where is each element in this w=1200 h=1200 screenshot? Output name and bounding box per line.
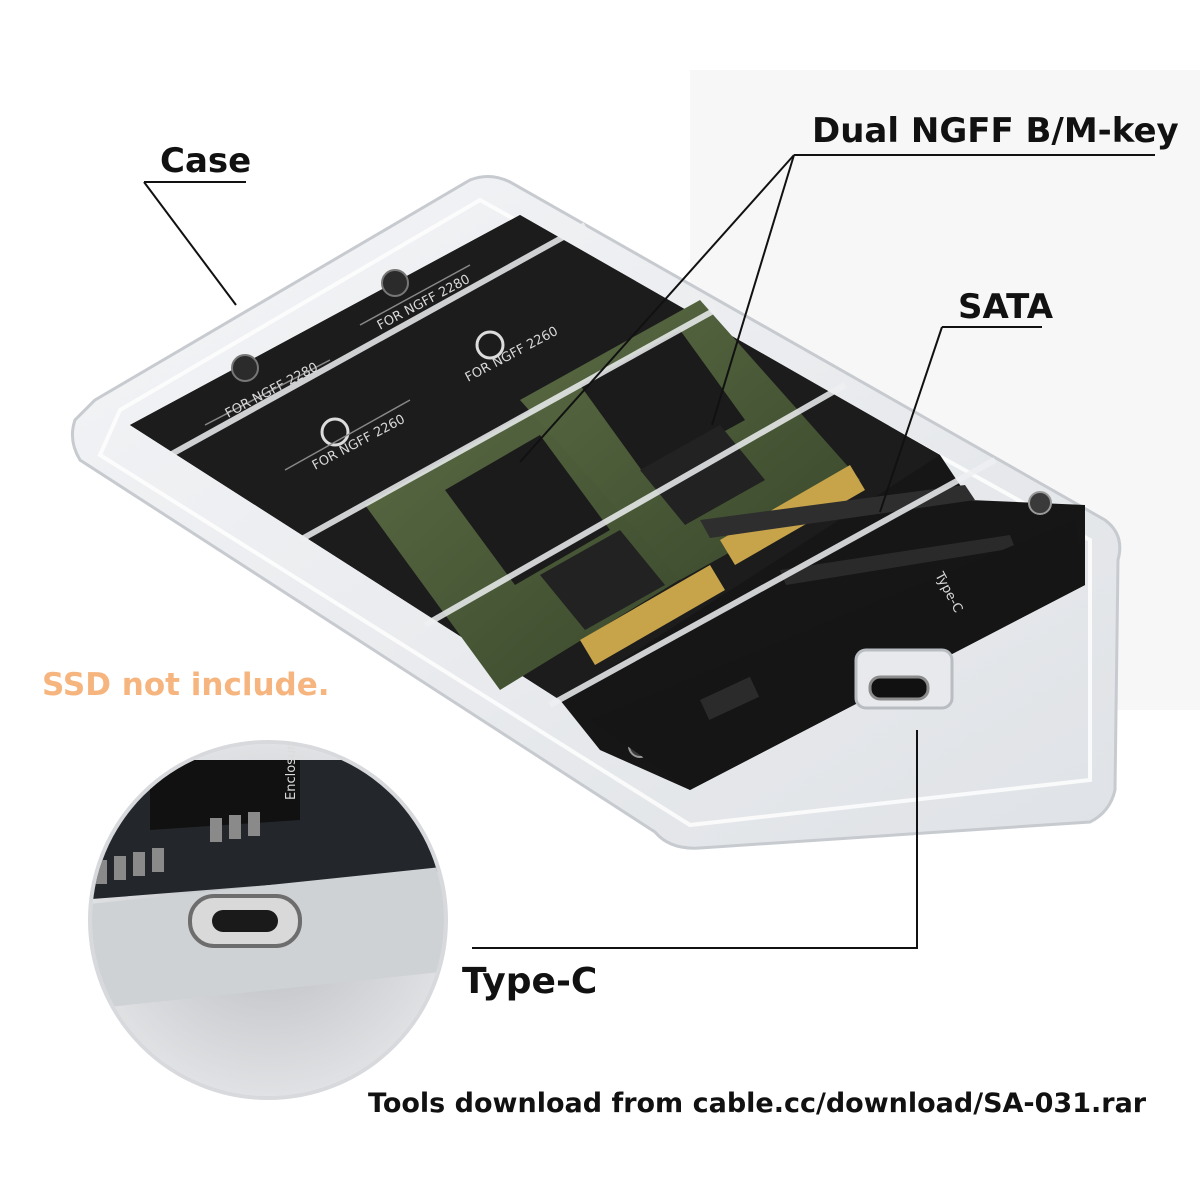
callout-dual-ngff: Dual NGFF B/M-key <box>812 111 1179 151</box>
tools-download-note: Tools download from cable.cc/download/SA… <box>368 1088 1147 1119</box>
detail-inset: Enclosure <box>88 737 448 1100</box>
bridge-board: Type-C <box>590 520 1085 790</box>
callout-type-c: Type-C <box>462 961 598 1002</box>
callout-lines <box>143 154 1155 949</box>
callout-case: Case <box>160 141 252 181</box>
sata-connector <box>700 485 1015 585</box>
usb-c-port <box>854 648 954 710</box>
ssd-not-included-notice: SSD not include. <box>42 667 330 703</box>
case-ribs <box>168 222 997 708</box>
inset-enclosure-text: Enclosure <box>284 737 299 800</box>
callout-sata: SATA <box>958 287 1054 327</box>
